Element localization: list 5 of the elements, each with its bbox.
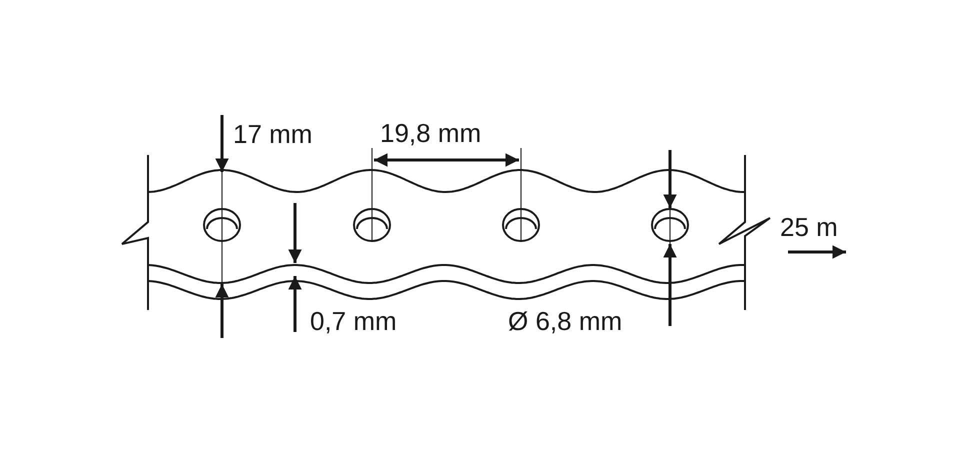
dimension-label: 25 m	[780, 212, 838, 242]
dimension-label: 0,7 mm	[310, 306, 397, 336]
dimension-label: 17 mm	[233, 119, 312, 149]
dimension-label: 19,8 mm	[380, 118, 482, 148]
dimension-label: Ø 6,8 mm	[508, 306, 622, 336]
